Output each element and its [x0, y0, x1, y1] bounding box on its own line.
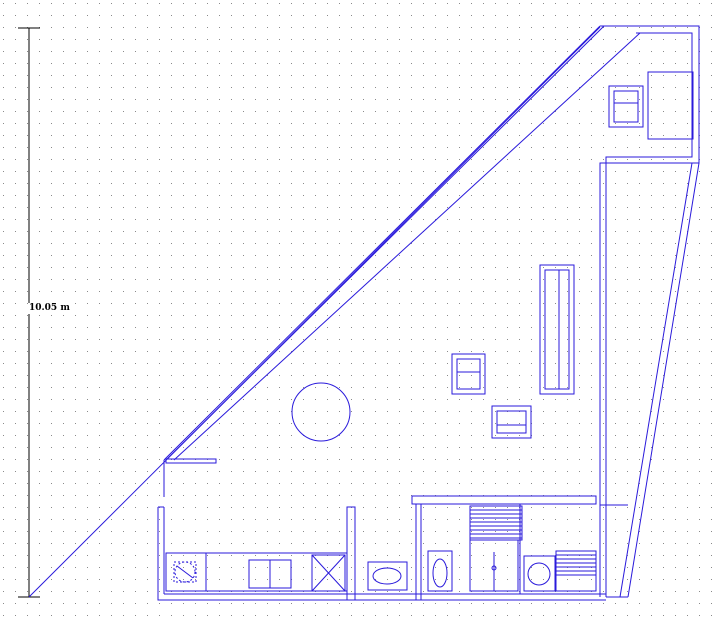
round-table [292, 383, 350, 441]
toilet [428, 551, 452, 591]
shower [470, 506, 522, 591]
dimension-label: 10.05 m [28, 303, 71, 314]
shaft-box [312, 555, 345, 591]
top-armchair [609, 86, 643, 127]
washing-machine [524, 556, 555, 591]
storage-shelf [556, 551, 596, 591]
bathroom-partition-wall [412, 496, 596, 504]
top-side-table [648, 72, 693, 139]
armchair-2 [492, 406, 531, 438]
cooktop-burners [174, 562, 196, 582]
diagonal-wall-outer [164, 26, 600, 460]
washbasin [368, 562, 407, 590]
construction-diagonal [29, 27, 600, 597]
sofa [540, 265, 574, 394]
armchair-1 [452, 354, 485, 394]
diagonal-window-sill [166, 459, 216, 463]
right-slanted-wall [628, 163, 699, 597]
cooktop [166, 553, 206, 591]
diagonal-wall-inner [174, 33, 640, 460]
floor-plan [29, 26, 699, 600]
kitchen-sink [249, 560, 291, 588]
